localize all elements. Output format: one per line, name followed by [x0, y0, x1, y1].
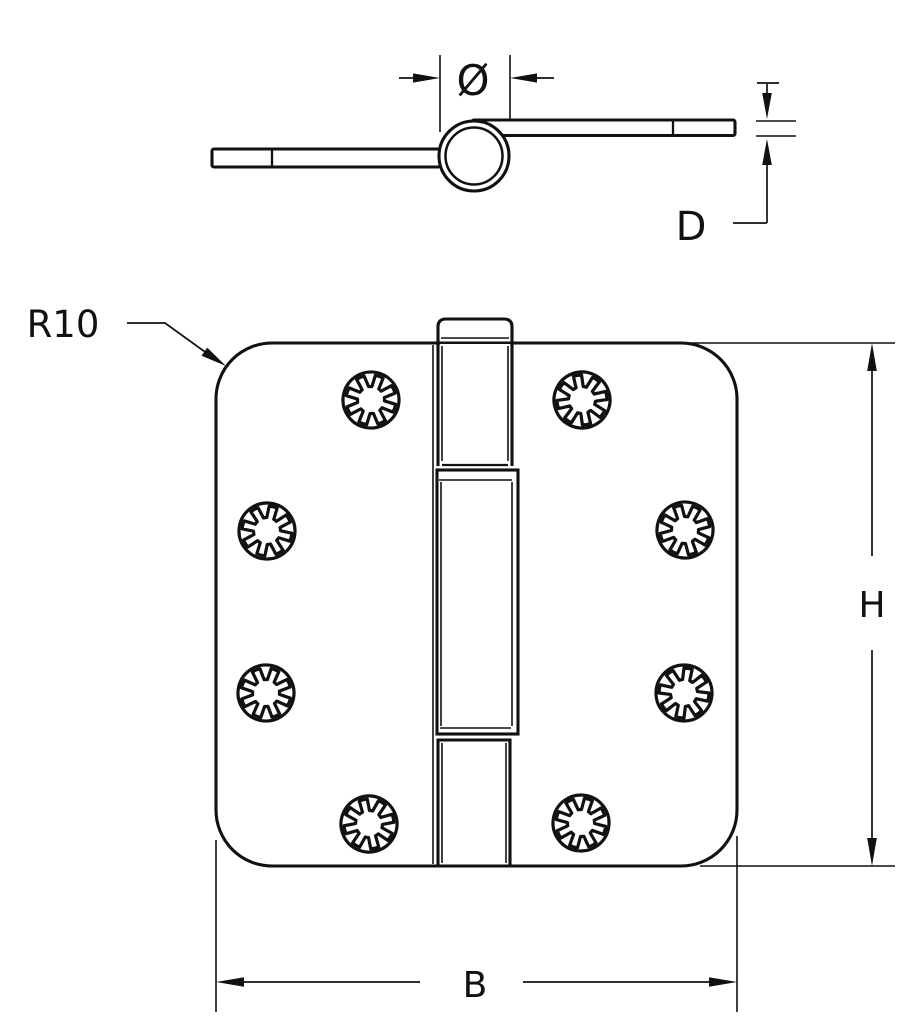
dimension-height: H: [683, 342, 895, 867]
arrowhead-up: [867, 343, 877, 371]
pin-diameter-label: Ø: [456, 56, 489, 105]
top-knuckle-edges: [436, 343, 514, 466]
screw-hole: [654, 663, 714, 723]
arrowhead-right: [413, 73, 440, 83]
front-view: [214, 317, 739, 868]
height-label: H: [858, 585, 885, 626]
arrowhead-down: [867, 838, 877, 866]
screw-hole-serration: [658, 503, 712, 557]
screw-hole-serration: [657, 666, 711, 720]
screw-hole-serration: [240, 504, 294, 558]
dimension-leaf-thickness: D: [676, 82, 796, 250]
screw-hole-serration: [342, 797, 396, 851]
dimension-width: B: [215, 836, 738, 1012]
pin-cap: [436, 317, 514, 346]
screw-hole: [655, 500, 715, 560]
leader-line: [127, 322, 220, 363]
bottom-knuckle-fill: [440, 742, 508, 864]
screw-hole: [341, 370, 401, 430]
left-leaf-profile: [210, 147, 442, 169]
bottom-knuckle-edges: [436, 738, 512, 866]
arrowhead-right: [709, 977, 737, 987]
arrowhead-left: [510, 73, 537, 83]
screw-hole-serration: [239, 666, 293, 720]
right-leaf-profile: [470, 118, 737, 138]
leader-arrowhead: [201, 347, 226, 366]
arrowhead-down: [762, 93, 772, 119]
middle-knuckle: [435, 468, 520, 736]
radius-callout: R10: [27, 303, 226, 366]
screw-hole: [237, 501, 297, 561]
width-label: B: [463, 965, 488, 1006]
dimension-pin-diameter: Ø: [399, 55, 554, 132]
screw-hole-serration: [555, 373, 609, 427]
top-knuckle-fill: [440, 344, 510, 464]
top-view-side-profile: [210, 118, 737, 193]
corner-radius-label: R10: [27, 303, 100, 346]
screw-hole-serration: [554, 796, 608, 850]
barrel-outer-circle: [437, 119, 511, 193]
hinge-barrel: [435, 317, 520, 866]
screw-hole-serration: [344, 373, 398, 427]
arrowhead-up: [762, 139, 772, 165]
barrel-inner-circle: [444, 126, 504, 186]
screw-hole: [236, 663, 296, 723]
screw-hole: [551, 793, 611, 853]
leaf-thickness-label: D: [676, 204, 707, 250]
screw-hole: [552, 370, 612, 430]
arrowhead-left: [216, 977, 244, 987]
screw-hole: [339, 794, 399, 854]
